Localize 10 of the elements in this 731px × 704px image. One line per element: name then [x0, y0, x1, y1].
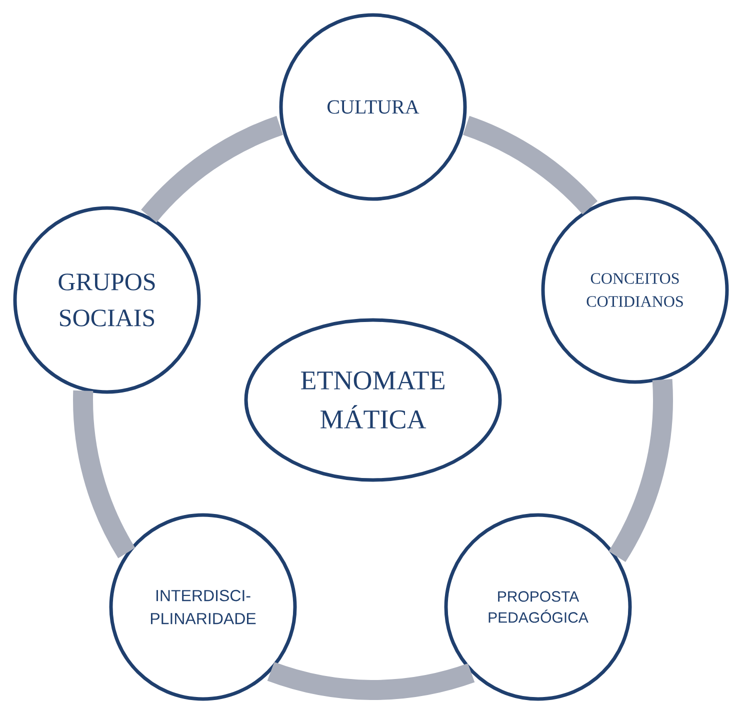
ring-segment [73, 390, 136, 558]
circle-node: INTERDISCI- PLINARIDADE [109, 513, 297, 701]
ring-segment [608, 379, 673, 562]
ring-segment [141, 116, 284, 223]
ring-segment [268, 662, 474, 700]
circle-node: GRUPOS SOCIAIS [13, 206, 201, 394]
ring-segment [462, 116, 598, 215]
circle-node: CULTURA [279, 13, 467, 201]
circle-node: PROPOSTA PEDAGÓGICA [444, 513, 632, 701]
circle-node: CONCEITOS COTIDIANOS [541, 196, 729, 384]
